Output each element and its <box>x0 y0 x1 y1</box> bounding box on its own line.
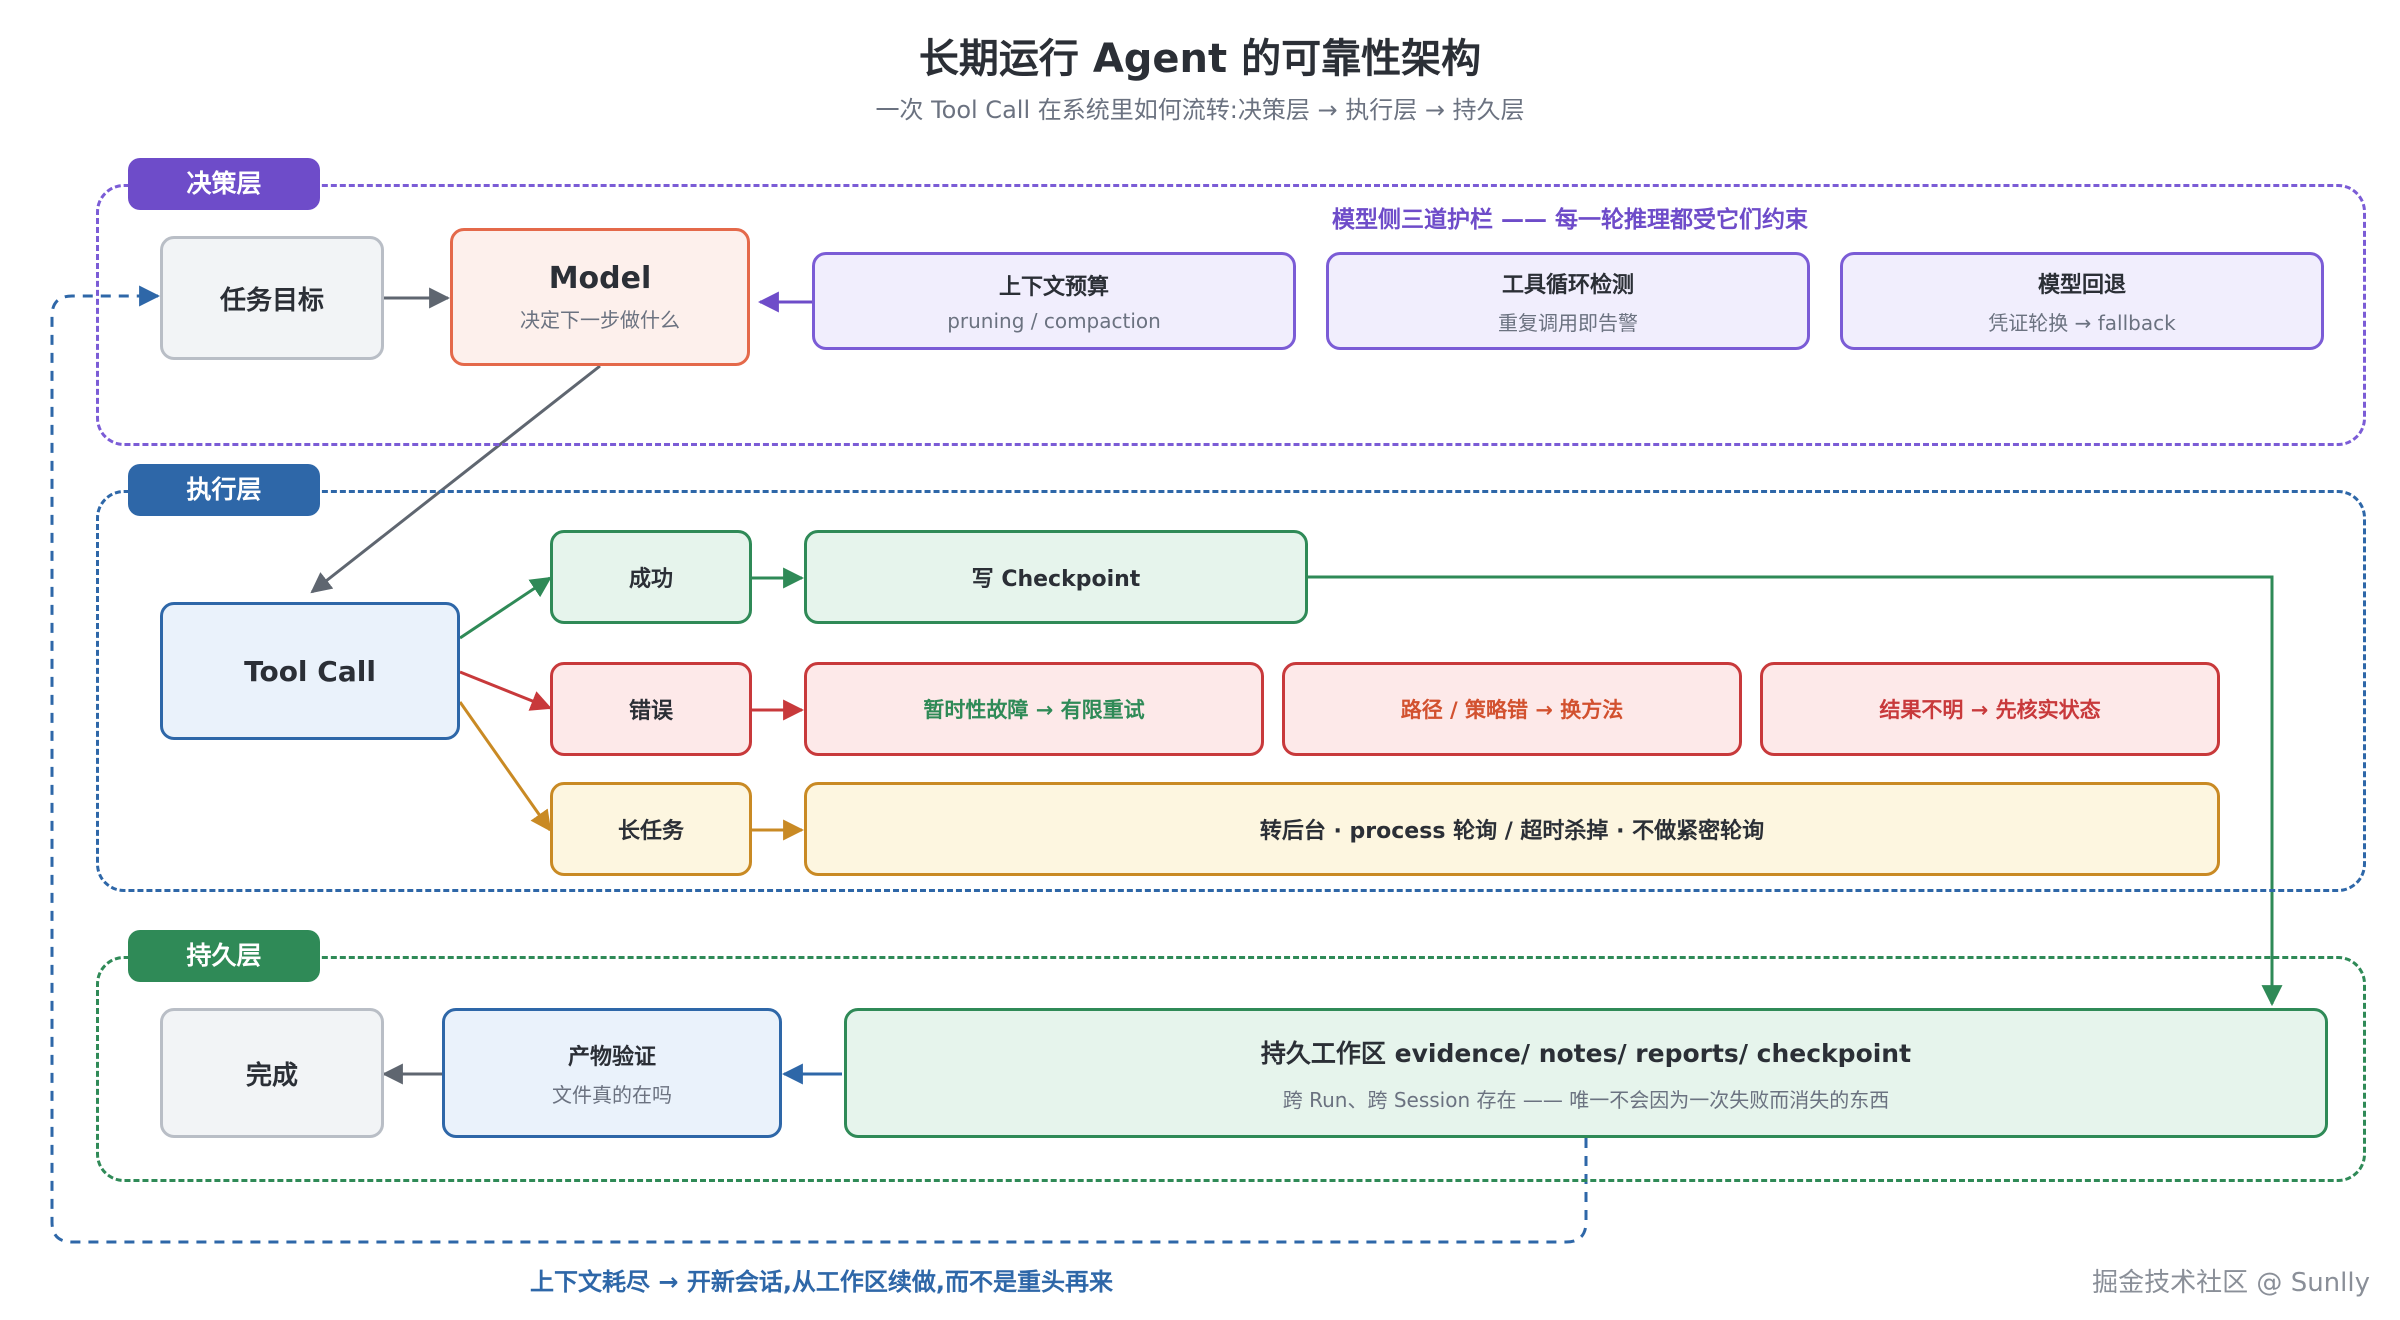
done-label: 完成 <box>245 1060 298 1091</box>
guard-sub: 凭证轮换 → fallback <box>1988 310 2176 335</box>
error-action-label: 路径 / 策略错 → 换方法 <box>1400 698 1624 722</box>
success-node: 成功 <box>550 530 752 624</box>
goal-label: 任务目标 <box>219 285 324 316</box>
page-title: 长期运行 Agent 的可靠性架构 <box>918 36 1482 82</box>
checkpoint-node: 写 Checkpoint <box>804 530 1308 624</box>
persistence-layer-tag: 持久层 <box>128 930 320 982</box>
error-label: 错误 <box>628 699 673 724</box>
guard-title: 工具循环检测 <box>1501 272 1634 298</box>
decision-layer-tag: 决策层 <box>128 158 320 210</box>
watermark: 掘金技术社区 @ Sunlly <box>2092 1268 2370 1298</box>
model-sub: 决定下一步做什么 <box>520 308 680 332</box>
verify-sub: 文件真的在吗 <box>552 1082 672 1107</box>
persistence-layer <box>96 956 2366 1182</box>
goal-node: 任务目标 <box>160 236 384 360</box>
verify-title: 产物验证 <box>567 1044 656 1070</box>
done-node: 完成 <box>160 1008 384 1138</box>
long-task-node: 长任务 <box>550 782 752 876</box>
guard-title: 上下文预算 <box>998 275 1109 300</box>
tool-call-node: Tool Call <box>160 602 460 740</box>
arrow-model-to-toolcall <box>310 364 601 594</box>
model-node: Model 决定下一步做什么 <box>450 228 750 366</box>
error-action-label: 结果不明 → 先核实状态 <box>1879 698 2101 722</box>
execution-layer <box>96 490 2366 892</box>
guard-loop-detect: 工具循环检测 重复调用即告警 <box>1326 252 1810 350</box>
arrow-toolcall-to-error <box>459 670 552 711</box>
arrow-toolcall-to-longtask <box>458 701 552 832</box>
workspace-node: 持久工作区 evidence/ notes/ reports/ checkpoi… <box>844 1008 2328 1138</box>
success-label: 成功 <box>628 567 673 592</box>
workspace-title: 持久工作区 evidence/ notes/ reports/ checkpoi… <box>1260 1038 1912 1068</box>
error-action-retry: 暂时性故障 → 有限重试 <box>804 662 1264 756</box>
arrow-toolcall-to-success <box>459 576 552 640</box>
guard-title: 模型回退 <box>2037 272 2126 298</box>
error-action-change-method: 路径 / 策略错 → 换方法 <box>1282 662 1742 756</box>
guard-sub: 重复调用即告警 <box>1498 310 1638 335</box>
guard-sub: pruning / compaction <box>947 309 1161 333</box>
long-task-action: 转后台 · process 轮询 / 超时杀掉 · 不做紧密轮询 <box>804 782 2220 876</box>
long-task-action-label: 转后台 · process 轮询 / 超时杀掉 · 不做紧密轮询 <box>1259 819 1765 844</box>
tool-call-label: Tool Call <box>244 654 376 688</box>
long-task-label: 长任务 <box>617 819 684 844</box>
arrow-checkpoint-to-workspace <box>1308 575 2283 1007</box>
decision-layer <box>96 184 2366 446</box>
page-subtitle: 一次 Tool Call 在系统里如何流转:决策层 → 执行层 → 持久层 <box>875 96 1525 124</box>
loop-label: 上下文耗尽 → 开新会话,从工作区续做,而不是重头再来 <box>530 1268 1114 1296</box>
execution-layer-tag: 执行层 <box>128 464 320 516</box>
model-title: Model <box>548 261 652 296</box>
guard-model-fallback: 模型回退 凭证轮换 → fallback <box>1840 252 2324 350</box>
guard-context-budget: 上下文预算 pruning / compaction <box>812 252 1296 350</box>
error-node: 错误 <box>550 662 752 756</box>
error-action-label: 暂时性故障 → 有限重试 <box>923 698 1145 722</box>
guardrail-title: 模型侧三道护栏 —— 每一轮推理都受它们约束 <box>1331 207 1808 233</box>
arrow-loop-back <box>50 285 1588 1244</box>
verify-node: 产物验证 文件真的在吗 <box>442 1008 782 1138</box>
error-action-verify-state: 结果不明 → 先核实状态 <box>1760 662 2220 756</box>
workspace-sub: 跨 Run、跨 Session 存在 —— 唯一不会因为一次失败而消失的东西 <box>1282 1087 1890 1112</box>
checkpoint-label: 写 Checkpoint <box>971 567 1141 592</box>
